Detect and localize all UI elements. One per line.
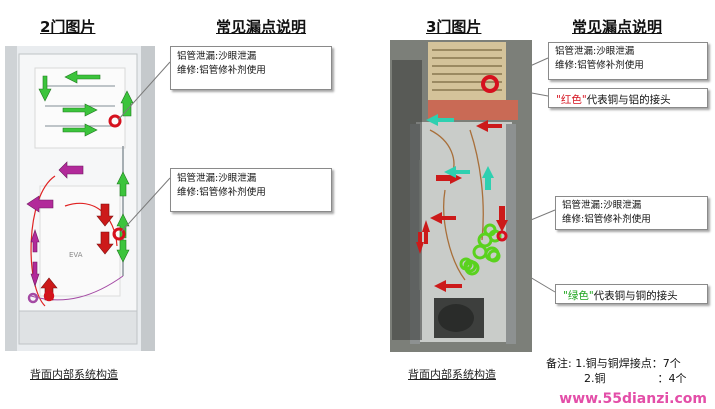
green-legend-text: 代表铜与铜的接头 [593,290,678,302]
left-photo-caption: 背面内部系统构造 [30,368,118,381]
notes-line-2-start: 2.铜 [584,372,606,385]
callout-line: 维修:铝管修补剂使用 [177,187,266,198]
callout-line: 铝管泄漏:沙眼泄漏 [555,46,635,57]
callout-line: 铝管泄漏:沙眼泄漏 [177,173,257,184]
two-door-fridge-photo: EVA [5,46,155,351]
right-leak-heading: 常见漏点说明 [572,18,663,36]
right-leak-callout-top: 铝管泄漏:沙眼泄漏 维修:铝管修补剂使用 [548,42,708,80]
right-photo-heading: 3门图片 [426,18,482,36]
site-watermark: www.55dianzi.com [559,391,707,407]
red-legend-color-word: "红色" [556,94,587,106]
left-leak-heading: 常见漏点说明 [216,18,307,36]
right-photo-caption: 背面内部系统构造 [408,368,496,381]
callout-line: 维修:铝管修补剂使用 [562,214,651,225]
callout-line: 铝管泄漏:沙眼泄漏 [562,200,642,211]
left-leak-callout-bottom: 铝管泄漏:沙眼泄漏 维修:铝管修补剂使用 [170,168,332,212]
notes-line-1: 1.铜与铜焊接点：7个 [575,357,681,370]
callout-line: 维修:铝管修补剂使用 [177,65,266,76]
callout-line: 铝管泄漏:沙眼泄漏 [177,51,257,62]
left-photo-heading: 2门图片 [40,18,96,36]
callout-line: 维修:铝管修补剂使用 [555,60,644,71]
joint-count-notes: 备注: 1.铜与铜焊接点：7个 2.铜 ：4个 [546,356,687,386]
notes-line-2-end: ：4个 [657,372,687,385]
green-legend-color-word: "绿色" [563,290,594,302]
left-leak-callout-top: 铝管泄漏:沙眼泄漏 维修:铝管修补剂使用 [170,46,332,90]
red-joint-legend: "红色"代表铜与铝的接头 [548,88,708,108]
green-joint-legend: "绿色"代表铜与铜的接头 [555,284,708,304]
red-legend-text: 代表铜与铝的接头 [586,94,671,106]
notes-label: 备注: [546,357,572,370]
three-door-fridge-photo [390,40,532,352]
right-leak-callout-bottom: 铝管泄漏:沙眼泄漏 维修:铝管修补剂使用 [555,196,708,230]
evaporator-label: EVA [69,251,83,259]
